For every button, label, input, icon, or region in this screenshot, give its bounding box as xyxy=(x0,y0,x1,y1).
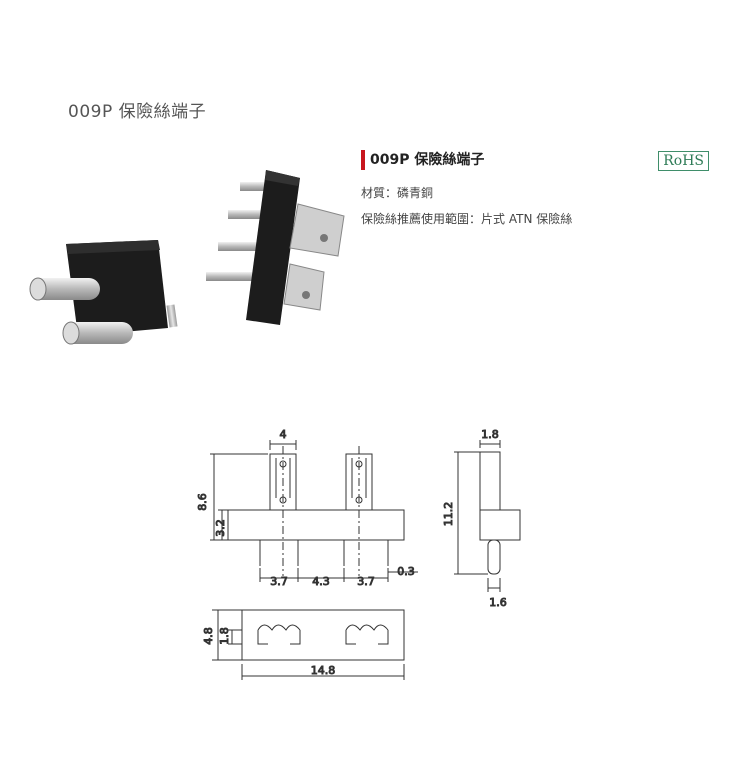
spec-label: 材質： xyxy=(361,186,398,200)
spec-material: 材質：磷青銅 xyxy=(361,184,711,202)
dim-side-width: 1.8 xyxy=(481,428,499,441)
product-name: 009P 保險絲端子 xyxy=(361,150,711,170)
dim-bottom-depth-outer: 4.8 xyxy=(202,627,215,645)
side-view xyxy=(454,440,521,592)
terminal-left xyxy=(29,240,178,345)
dim-height-body: 3.2 xyxy=(214,519,227,537)
front-view xyxy=(210,440,418,582)
dim-pitch-right: 3.7 xyxy=(357,575,375,588)
rohs-badge: RoHS xyxy=(658,151,709,171)
dim-height-total: 8.6 xyxy=(196,493,209,511)
technical-drawing: 4 8.6 3.2 3.7 4.3 3.7 0.3 1.8 11.2 1.6 4… xyxy=(196,428,521,680)
dim-top-width: 4 xyxy=(280,428,287,441)
spec-value: 磷青銅 xyxy=(397,186,434,200)
dim-pitch-mid: 4.3 xyxy=(312,575,330,588)
terminal-right xyxy=(206,170,345,325)
product-info: 009P 保險絲端子 RoHS 材質：磷青銅 保險絲推薦使用範圍：片式 ATN … xyxy=(361,150,711,228)
spec-label: 保險絲推薦使用範圍： xyxy=(361,212,482,226)
dim-pitch-left: 3.7 xyxy=(270,575,288,588)
dim-bottom-length: 14.8 xyxy=(311,664,336,677)
bottom-view xyxy=(212,609,405,680)
dim-bottom-depth-inner: 1.8 xyxy=(218,627,231,645)
product-photo xyxy=(29,170,345,345)
spec-value: 片式 ATN 保險絲 xyxy=(481,212,573,226)
dim-pin-thickness: 0.3 xyxy=(397,565,415,578)
spec-fuse-range: 保險絲推薦使用範圍：片式 ATN 保險絲 xyxy=(361,210,711,228)
page-title: 009P 保險絲端子 xyxy=(68,102,207,122)
dim-side-height: 11.2 xyxy=(442,502,455,527)
dim-side-pin: 1.6 xyxy=(489,596,507,609)
